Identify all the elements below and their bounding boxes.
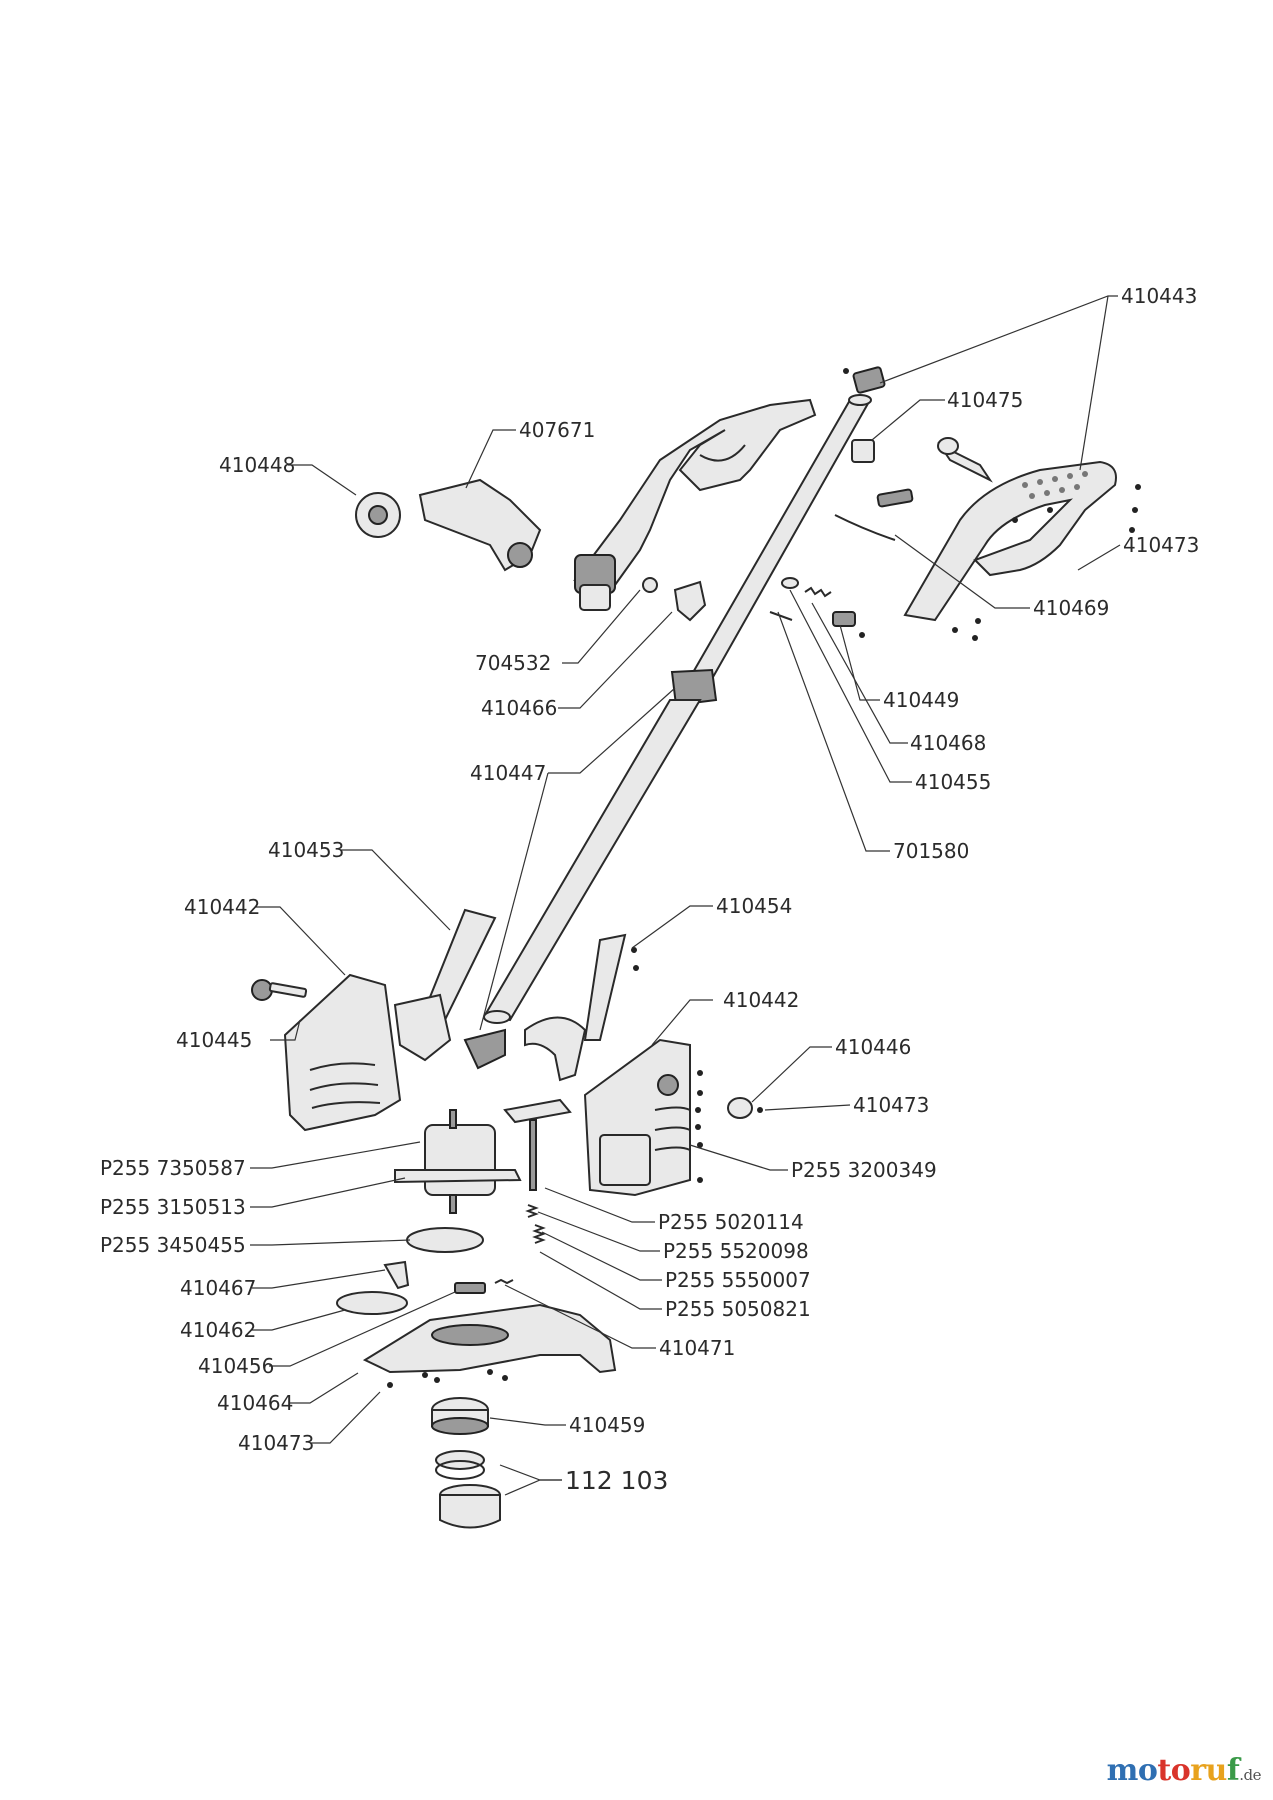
knob-part [355, 492, 401, 538]
switch-part [851, 439, 914, 508]
guard-part [524, 933, 639, 1082]
label-410462: 410462 [180, 1318, 256, 1342]
label-410473-top: 410473 [1123, 533, 1199, 557]
washer-part [727, 1097, 763, 1119]
label-410467: 410467 [180, 1276, 256, 1300]
label-410469: 410469 [1033, 596, 1109, 620]
label-407671: 407671 [519, 418, 595, 442]
housing-left [283, 973, 402, 1132]
front-handle-part [418, 478, 542, 572]
label-410448: 410448 [219, 453, 295, 477]
spring-part [494, 1278, 514, 1285]
label-410446: 410446 [835, 1035, 911, 1059]
label-410473-mid: 410473 [853, 1093, 929, 1117]
motoruf-logo: motoruf.de [1106, 1753, 1262, 1788]
label-410473-bottom: 410473 [238, 1431, 314, 1455]
label-701580: 701580 [893, 839, 969, 863]
nut-part [642, 577, 658, 593]
upper-handle-frame [573, 398, 817, 611]
label-410447: 410447 [470, 761, 546, 785]
part-labels: 410443 410475 407671 410448 410473 41046… [100, 284, 1199, 1495]
label-p255-5050821: P255 5050821 [665, 1297, 811, 1321]
shaft-end-cap [463, 1028, 506, 1070]
label-410466: 410466 [481, 696, 557, 720]
label-410455: 410455 [915, 770, 991, 794]
cover-plate [503, 1098, 572, 1124]
label-410454: 410454 [716, 894, 792, 918]
label-112-103: 112 103 [565, 1466, 668, 1495]
motor-part [394, 1109, 522, 1214]
label-410456: 410456 [198, 1354, 274, 1378]
label-410443: 410443 [1121, 284, 1197, 308]
bracket-part [383, 1260, 410, 1290]
label-p255-3200349: P255 3200349 [791, 1158, 937, 1182]
label-410464: 410464 [217, 1391, 293, 1415]
contact-part [454, 1282, 486, 1294]
label-p255-3150513: P255 3150513 [100, 1195, 246, 1219]
shaft-coupling [670, 668, 718, 707]
lock-lever-part [843, 366, 886, 394]
label-410449: 410449 [883, 688, 959, 712]
spool-part [435, 1450, 501, 1529]
label-410475: 410475 [947, 388, 1023, 412]
grip-tube-part [937, 437, 993, 483]
bolt-part [251, 979, 308, 1001]
base-housing [362, 1303, 617, 1388]
leader-lines [250, 295, 1121, 1496]
housing-right [583, 1038, 703, 1197]
label-p255-5520098: P255 5520098 [663, 1239, 809, 1263]
label-410468: 410468 [910, 731, 986, 755]
label-p255-3450455: P255 3450455 [100, 1233, 246, 1257]
clip-part [673, 580, 707, 622]
label-410471: 410471 [659, 1336, 735, 1360]
label-410442-left: 410442 [184, 895, 260, 919]
label-p255-5020114: P255 5020114 [658, 1210, 804, 1234]
label-410459: 410459 [569, 1413, 645, 1437]
label-410442-right: 410442 [723, 988, 799, 1012]
lock-pin-parts [769, 577, 865, 638]
fan-part [431, 1397, 489, 1435]
rail-part [393, 908, 497, 1062]
small-spring-parts [525, 1119, 546, 1244]
label-p255-5550007: P255 5550007 [665, 1268, 811, 1292]
label-p255-7350587: P255 7350587 [100, 1156, 246, 1180]
motor-plate [406, 1227, 484, 1253]
label-410445: 410445 [176, 1028, 252, 1052]
label-410453: 410453 [268, 838, 344, 862]
lower-shaft [483, 699, 702, 1024]
label-704532: 704532 [475, 651, 551, 675]
disc-part [336, 1291, 408, 1315]
